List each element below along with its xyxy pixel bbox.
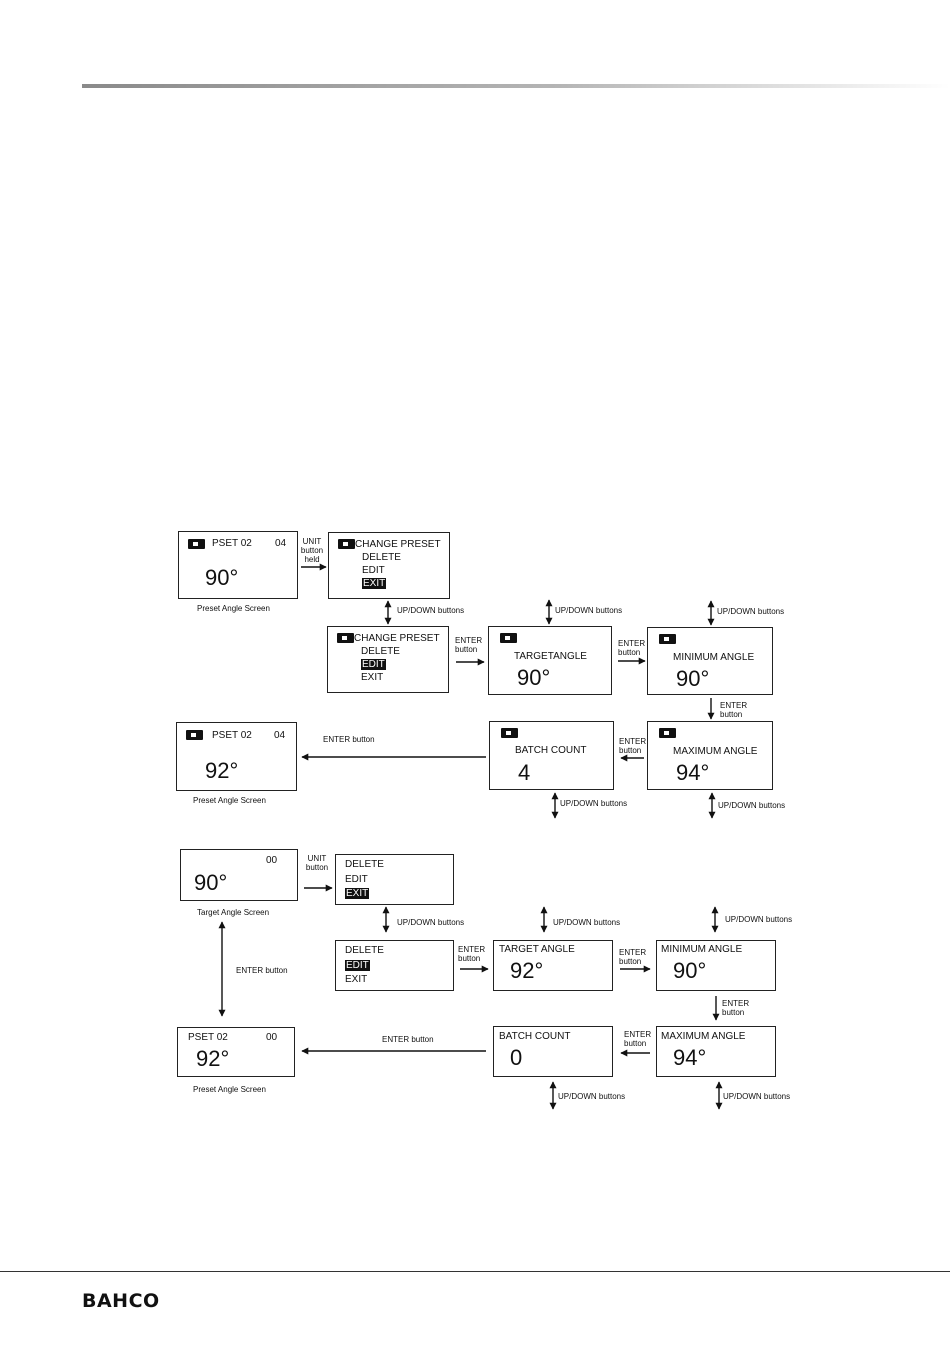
batch-value: 4	[518, 760, 531, 785]
battery-icon	[500, 633, 517, 643]
menu-item-edit: EDIT	[345, 960, 370, 971]
angle-value: 94°	[673, 1045, 707, 1070]
menu-item-edit: EDIT	[345, 874, 368, 885]
count-value: 00	[266, 855, 278, 866]
updown-label: UP/DOWN buttons	[725, 915, 793, 924]
count-value: 00	[266, 1032, 278, 1043]
updown-label: UP/DOWN buttons	[553, 918, 621, 927]
target-angle-edit-screen: TARGET ANGLE 92°	[493, 940, 613, 991]
updown-label: UP/DOWN buttons	[558, 1092, 626, 1101]
screen-label: BATCH COUNT	[515, 745, 587, 756]
angle-value: 90°	[517, 665, 551, 690]
delete-edit-exit-menu: DELETE EDIT EXIT	[335, 854, 454, 905]
pset-label: PSET 02	[188, 1032, 228, 1043]
pset-label: PSET 02	[212, 538, 252, 549]
angle-value: 90°	[194, 870, 228, 895]
pset-label: PSET 02	[212, 730, 252, 741]
preset-angle-screen: PSET 02 04 90°	[178, 531, 298, 599]
preset-angle-screen-result: PSET 02 00 92°	[177, 1027, 295, 1077]
menu-item-edit: EDIT	[362, 565, 385, 576]
menu-item-delete: DELETE	[345, 945, 384, 956]
maximum-angle-screen: MAXIMUM ANGLE 94°	[647, 721, 773, 790]
angle-value: 94°	[676, 760, 710, 785]
batch-value: 0	[510, 1045, 523, 1070]
screen-caption: Preset Angle Screen	[193, 796, 266, 805]
enter-button-label: ENTER button	[382, 1035, 434, 1044]
batch-count-screen: BATCH COUNT 0	[493, 1026, 613, 1077]
maximum-angle-screen: MAXIMUM ANGLE 94°	[656, 1026, 776, 1077]
battery-icon	[188, 539, 205, 549]
updown-label: UP/DOWN buttons	[397, 918, 465, 927]
count-value: 04	[274, 730, 286, 741]
header-rule	[82, 84, 950, 88]
updown-label: UP/DOWN buttons	[723, 1092, 791, 1101]
menu-item-delete: DELETE	[361, 646, 400, 657]
enter-button-label: ENTER button	[323, 735, 375, 744]
updown-label: UP/DOWN buttons	[555, 606, 623, 615]
angle-value: 92°	[196, 1046, 230, 1071]
preset-angle-screen-result: PSET 02 04 92°	[176, 722, 297, 791]
minimum-angle-screen: MINIMUM ANGLE 90°	[647, 627, 773, 695]
screen-caption: Target Angle Screen	[197, 908, 270, 917]
angle-value: 90°	[205, 565, 239, 590]
menu-item-exit: EXIT	[345, 974, 368, 985]
screen-label: MAXIMUM ANGLE	[673, 746, 758, 757]
battery-icon	[338, 539, 355, 549]
count-value: 04	[275, 538, 287, 549]
footer-rule	[0, 1271, 950, 1272]
menu-item-exit: EXIT	[345, 888, 370, 899]
change-preset-menu-edit: CHANGE PRESET DELETE EDIT EXIT	[327, 626, 449, 693]
menu-item-edit: EDIT	[361, 659, 386, 670]
menu-item-exit: EXIT	[362, 578, 387, 589]
screen-label: TARGET ANGLE	[499, 944, 575, 955]
angle-value: 92°	[510, 958, 544, 983]
screen-label: TARGETANGLE	[514, 651, 587, 662]
menu-item-change-preset: CHANGE PRESET	[355, 539, 441, 550]
target-angle-screen: 00 90°	[180, 849, 298, 901]
menu-item-delete: DELETE	[345, 859, 384, 870]
screen-label: MINIMUM ANGLE	[673, 652, 755, 663]
battery-icon	[501, 728, 518, 738]
battery-icon	[659, 634, 676, 644]
screen-caption: Preset Angle Screen	[193, 1085, 266, 1094]
angle-value: 92°	[205, 758, 239, 783]
battery-icon	[186, 730, 203, 740]
screen-label: MINIMUM ANGLE	[661, 944, 743, 955]
battery-icon	[659, 728, 676, 738]
screen-label: MAXIMUM ANGLE	[661, 1031, 746, 1042]
minimum-angle-screen: MINIMUM ANGLE 90°	[656, 940, 776, 991]
menu-item-change-preset: CHANGE PRESET	[354, 633, 440, 644]
batch-count-screen: BATCH COUNT 4	[489, 721, 614, 790]
delete-edit-exit-menu-edit: DELETE EDIT EXIT	[335, 940, 454, 991]
updown-label: UP/DOWN buttons	[560, 799, 628, 808]
angle-value: 90°	[673, 958, 707, 983]
angle-value: 90°	[676, 666, 710, 691]
screen-caption: Preset Angle Screen	[197, 604, 270, 613]
screen-label: BATCH COUNT	[499, 1031, 571, 1042]
target-angle-screen: TARGETANGLE 90°	[488, 626, 612, 695]
enter-button-label: ENTER button	[236, 966, 288, 975]
updown-label: UP/DOWN buttons	[397, 606, 465, 615]
menu-item-exit: EXIT	[361, 672, 384, 683]
battery-icon	[337, 633, 354, 643]
bahco-logo: BAHCO	[82, 1290, 160, 1312]
updown-label: UP/DOWN buttons	[717, 607, 785, 616]
updown-label: UP/DOWN buttons	[718, 801, 786, 810]
change-preset-menu: CHANGE PRESET DELETE EDIT EXIT	[328, 532, 450, 599]
menu-item-delete: DELETE	[362, 552, 401, 563]
